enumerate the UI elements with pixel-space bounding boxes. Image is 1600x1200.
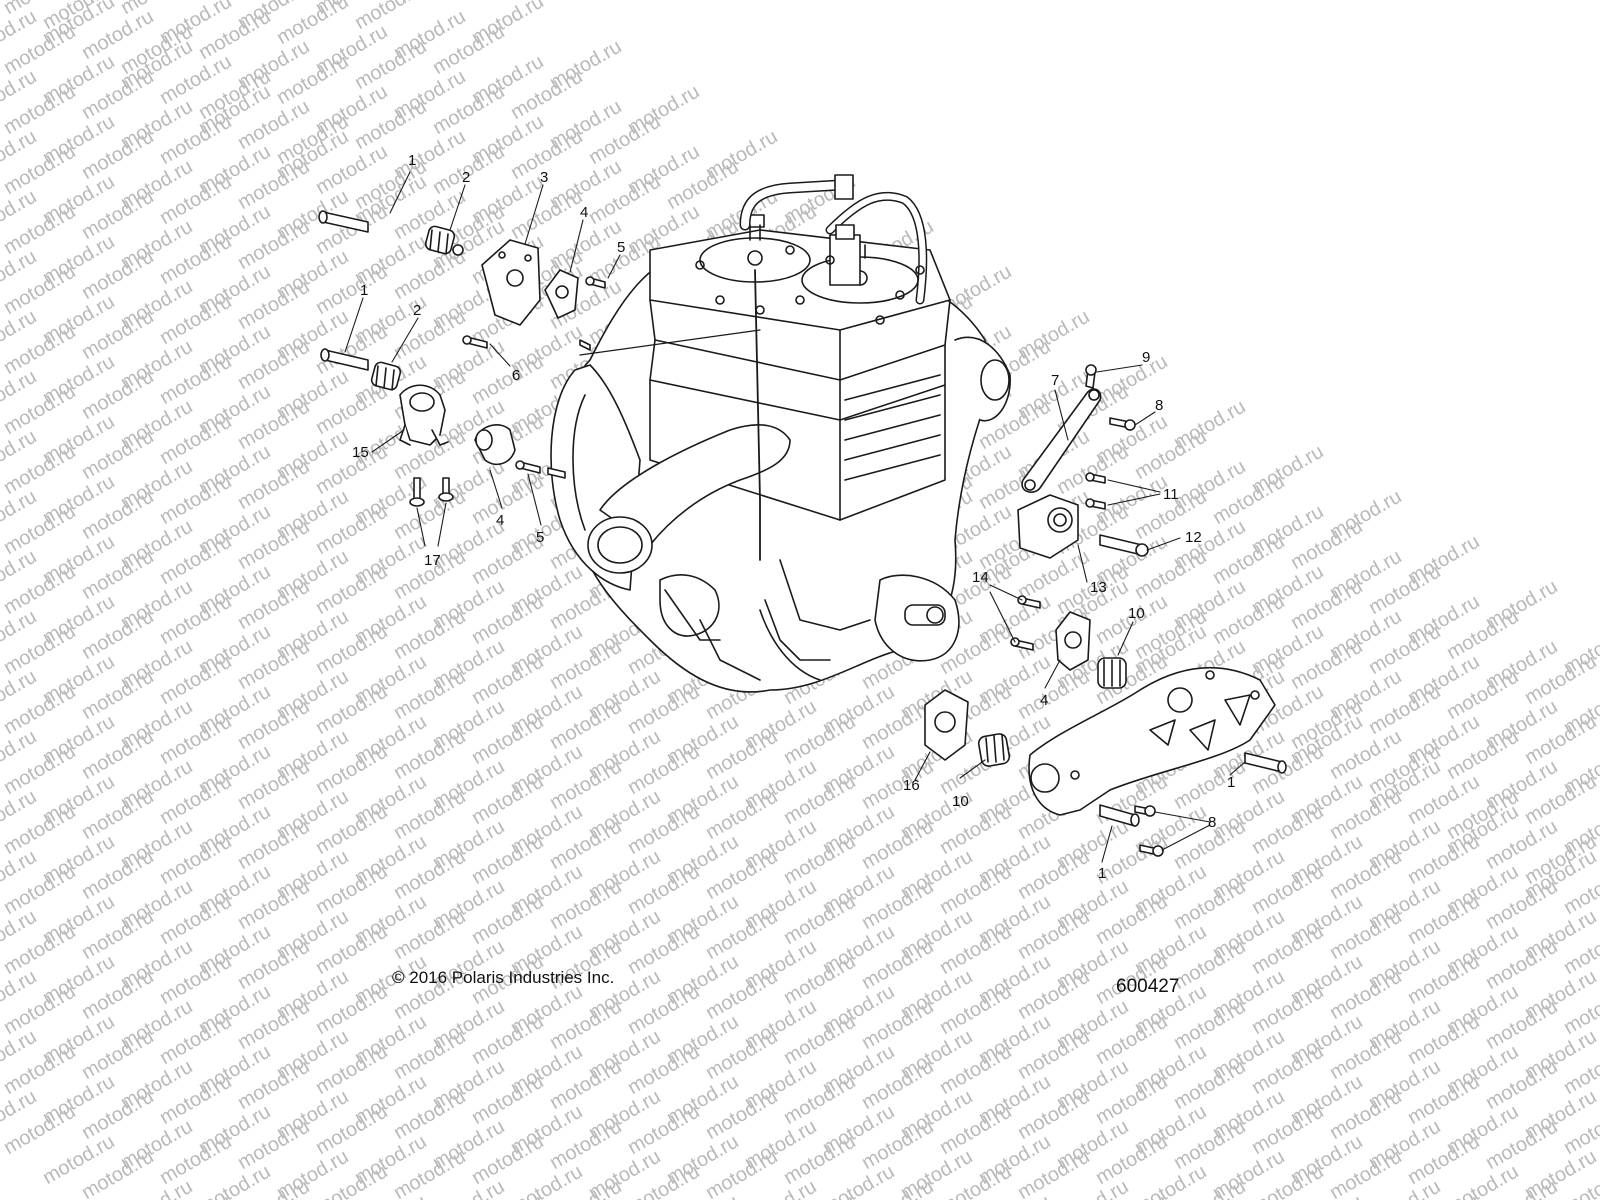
torque-link-7 xyxy=(1021,388,1102,493)
callout-label: 8 xyxy=(1208,814,1217,831)
copyright-notice: © 2016 Polaris Industries Inc. xyxy=(392,968,615,987)
bolt-1-upper xyxy=(322,211,369,233)
callout-label: 1 xyxy=(1098,865,1107,882)
callout-label: 15 xyxy=(352,444,369,461)
diagram-reference-number: 600427 xyxy=(1116,976,1180,997)
bolt-17-left xyxy=(413,477,421,501)
callout-label: 16 xyxy=(903,777,920,794)
pto-shaft xyxy=(904,604,946,626)
callout-label: 2 xyxy=(462,169,471,186)
callout-label: 5 xyxy=(536,529,545,546)
callout-label: 1 xyxy=(1227,774,1236,791)
callout-label: 11 xyxy=(1163,486,1179,503)
callout-label: 10 xyxy=(952,793,969,810)
callout-label: 4 xyxy=(496,512,505,529)
exhaust-manifold xyxy=(599,424,791,546)
right-rear-mount-parts xyxy=(924,364,1287,857)
callout-label: 4 xyxy=(1040,692,1049,709)
callout-label: 1 xyxy=(360,282,369,299)
engine-assembly xyxy=(550,174,1011,693)
bolt-1-bottom xyxy=(1099,804,1136,827)
bolt-1-right xyxy=(1244,752,1283,773)
exhaust-outlet xyxy=(587,516,653,574)
rear-mount-bracket xyxy=(1028,666,1276,816)
callout-label: 6 xyxy=(512,367,521,384)
callout-label: 2 xyxy=(413,302,422,319)
callout-label: 9 xyxy=(1142,349,1151,366)
callout-label: 17 xyxy=(424,552,441,569)
callout-label: 13 xyxy=(1090,579,1107,596)
callout-label: 5 xyxy=(617,239,626,256)
leader-lines xyxy=(344,171,1246,863)
bolt-1-lower xyxy=(324,349,369,371)
callout-label: 12 xyxy=(1185,529,1202,546)
callout-label: 3 xyxy=(540,169,549,186)
intake-manifold xyxy=(659,574,720,637)
hose-fitting xyxy=(834,174,854,200)
callout-label: 10 xyxy=(1128,605,1145,622)
callout-label: 1 xyxy=(408,152,417,169)
callout-label: 8 xyxy=(1155,397,1164,414)
left-front-mount-parts xyxy=(318,210,606,507)
callout-label: 14 xyxy=(972,569,989,586)
callout-label: 7 xyxy=(1051,372,1060,389)
callout-label: 4 xyxy=(580,204,589,221)
